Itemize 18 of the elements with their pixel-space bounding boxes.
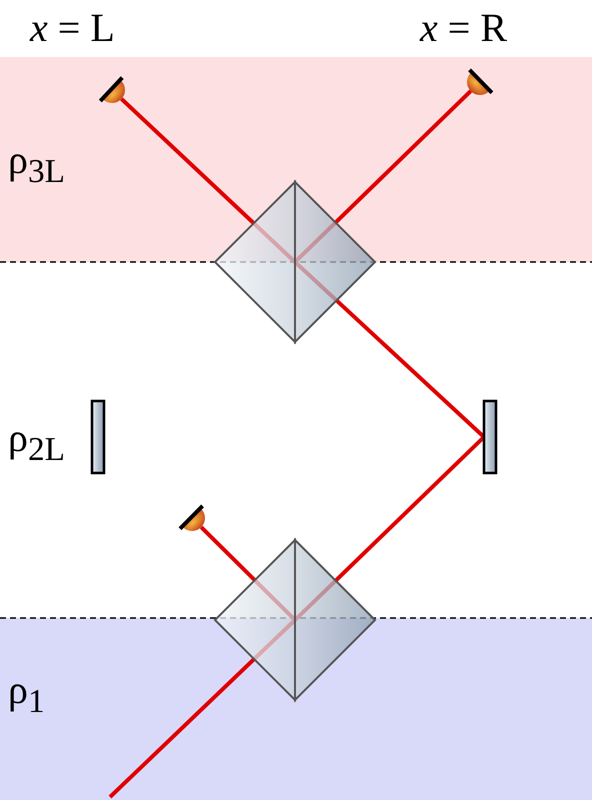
laser-beam	[120, 97, 256, 225]
position-label: x = L	[30, 8, 115, 48]
density-label: ρ$_{2L}$	[8, 418, 65, 466]
detector-icon	[98, 76, 125, 103]
laser-beam	[334, 90, 472, 224]
position-label: x = R	[420, 8, 508, 48]
beam-splitter-cube	[214, 538, 376, 702]
density-label: ρ$_{1}$	[8, 670, 45, 718]
density-label: ρ$_{3L}$	[8, 140, 65, 188]
detector-icon	[178, 504, 205, 531]
mirror	[90, 400, 106, 474]
laser-beam	[335, 299, 486, 438]
beam-splitter-cube	[214, 180, 376, 344]
mirror	[482, 400, 498, 474]
laser-beam	[108, 658, 256, 798]
laser-beam	[334, 436, 486, 582]
laser-beam	[200, 526, 256, 582]
detector-icon	[467, 68, 494, 95]
